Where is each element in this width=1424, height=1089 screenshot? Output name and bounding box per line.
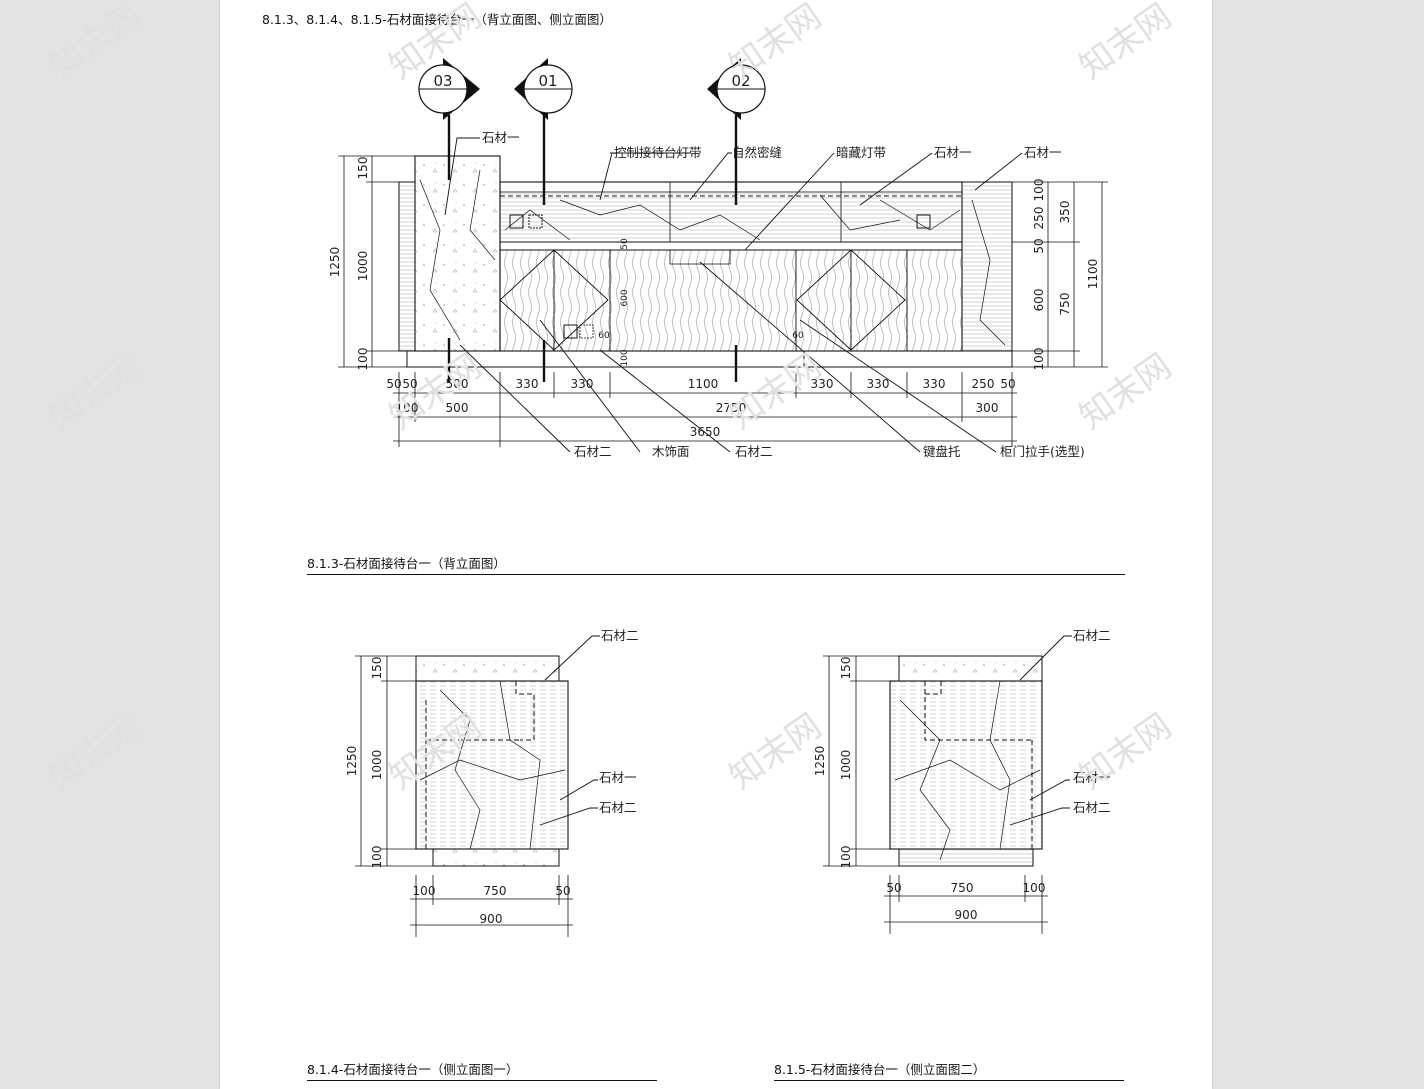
label-cabinet-handle: 柜门拉手(选型) bbox=[1000, 444, 1085, 459]
side1-dimension-texts: 150 1250 1000 100 100 750 50 900 bbox=[345, 657, 571, 926]
dim-right-600: 600 bbox=[1032, 289, 1046, 312]
label-hidden-led: 暗藏灯带 bbox=[836, 145, 886, 160]
page-title: 8.1.3、8.1.4、8.1.5-石材面接待台一（背立面图、侧立面图） bbox=[262, 12, 612, 27]
side2-dim-900: 900 bbox=[955, 908, 978, 922]
dim-inner-50: 50 bbox=[620, 238, 630, 250]
side1-label-stone1: 石材一 bbox=[599, 770, 637, 785]
side-elevation-2-drawing bbox=[889, 655, 1043, 867]
dim-row1-330a: 330 bbox=[516, 377, 539, 391]
section-title-back-elevation: 8.1.3-石材面接待台一（背立面图） bbox=[307, 553, 1125, 575]
marker-label-01: 01 bbox=[538, 72, 557, 90]
back-dimension-lines bbox=[338, 155, 1108, 447]
dim-row1-500: 500 bbox=[446, 377, 469, 391]
dim-right-750: 750 bbox=[1058, 293, 1072, 316]
side2-label-stone2: 石材二 bbox=[1073, 800, 1111, 815]
section-marker-01: 01 bbox=[514, 58, 573, 120]
section-title-side-elevation-2: 8.1.5-石材面接待台一（侧立面图二） bbox=[774, 1059, 1124, 1081]
dim-row2-2750: 2750 bbox=[716, 401, 747, 415]
dim-left-150: 150 bbox=[356, 157, 370, 180]
section-marker-03: 03 bbox=[418, 58, 480, 120]
dim-right-350: 350 bbox=[1058, 201, 1072, 224]
watermark-text-8: 知末网 bbox=[1072, 346, 1178, 437]
label-stone2-a: 石材二 bbox=[574, 444, 612, 459]
side1-dim-100: 100 bbox=[370, 846, 384, 869]
label-wood: 木饰面 bbox=[652, 444, 690, 459]
back-leaders bbox=[444, 137, 1023, 453]
dim-row1-330e: 330 bbox=[923, 377, 946, 391]
dim-row2-300: 300 bbox=[976, 401, 999, 415]
back-elevation-drawing bbox=[398, 115, 1013, 382]
label-control-led: 控制接待台灯带 bbox=[614, 145, 702, 160]
side2-dim-750: 750 bbox=[951, 881, 974, 895]
label-natural-seam: 自然密缝 bbox=[732, 145, 782, 160]
dim-right-1100: 1100 bbox=[1086, 259, 1100, 290]
dim-right-250: 250 bbox=[1032, 207, 1046, 230]
watermark-text-1: 知末网 bbox=[42, 0, 148, 87]
watermark-text-5: 知末网 bbox=[42, 346, 148, 437]
dim-row2-500: 500 bbox=[446, 401, 469, 415]
side1-dim-150: 150 bbox=[370, 657, 384, 680]
marker-label-03: 03 bbox=[433, 72, 452, 90]
side2-dim-150: 150 bbox=[839, 657, 853, 680]
dim-row1-50a: 50 bbox=[386, 377, 401, 391]
dim-row2-100: 100 bbox=[396, 401, 419, 415]
side1-dim-900: 900 bbox=[480, 912, 503, 926]
label-stone1-b: 石材一 bbox=[934, 145, 972, 160]
dim-inner-60b: 60 bbox=[792, 331, 804, 341]
side2-dim-100b: 100 bbox=[1023, 881, 1046, 895]
side1-leaders bbox=[539, 635, 600, 826]
side2-label-stone2-top: 石材二 bbox=[1073, 628, 1111, 643]
side1-dimension-lines bbox=[355, 655, 573, 937]
side2-dim-1250: 1250 bbox=[813, 746, 827, 777]
dim-inner-100: 100 bbox=[620, 349, 630, 366]
side1-dim-1000: 1000 bbox=[370, 750, 384, 781]
back-dimension-texts: 150 1250 1000 100 100 250 50 600 100 350… bbox=[328, 157, 1100, 439]
label-keyboard-tray: 键盘托 bbox=[923, 444, 961, 459]
side1-dim-100b: 100 bbox=[413, 884, 436, 898]
side2-dim-50: 50 bbox=[886, 881, 901, 895]
dim-row1-50b: 50 bbox=[402, 377, 417, 391]
section-marker-02: 02 bbox=[707, 58, 766, 120]
dim-inner-60a: 60 bbox=[598, 331, 610, 341]
dim-row1-50c: 50 bbox=[1000, 377, 1015, 391]
back-labels: 石材一 控制接待台灯带 自然密缝 暗藏灯带 石材一 石材一 石材二 木饰面 石材… bbox=[482, 130, 1085, 459]
label-stone2-b: 石材二 bbox=[735, 444, 773, 459]
watermark-text-4: 知末网 bbox=[1072, 0, 1178, 87]
side1-dim-1250: 1250 bbox=[345, 746, 359, 777]
side2-dim-1000: 1000 bbox=[839, 750, 853, 781]
watermark-text-6: 知末网 bbox=[382, 346, 488, 437]
dim-row3-3650: 3650 bbox=[690, 425, 721, 439]
watermark-text-9: 知末网 bbox=[42, 706, 148, 797]
side2-dimension-texts: 150 1250 1000 100 50 750 100 900 bbox=[813, 657, 1045, 922]
dim-right-100b: 100 bbox=[1032, 348, 1046, 371]
dim-row1-330b: 330 bbox=[571, 377, 594, 391]
dim-left-100: 100 bbox=[356, 348, 370, 371]
dim-row1-330c: 330 bbox=[811, 377, 834, 391]
side1-label-stone2: 石材二 bbox=[599, 800, 637, 815]
side2-label-stone1: 石材一 bbox=[1073, 770, 1111, 785]
label-stone1-top: 石材一 bbox=[482, 130, 520, 145]
side1-labels: 石材二 石材一 石材二 bbox=[599, 628, 639, 815]
dim-inner-600: 600 bbox=[620, 289, 630, 306]
dim-left-1250: 1250 bbox=[328, 247, 342, 278]
side2-dim-100: 100 bbox=[839, 846, 853, 869]
dim-right-100a: 100 bbox=[1032, 179, 1046, 202]
side2-labels: 石材二 石材一 石材二 bbox=[1073, 628, 1111, 815]
dim-row1-1100: 1100 bbox=[688, 377, 719, 391]
section-title-side-elevation-1: 8.1.4-石材面接待台一（侧立面图一） bbox=[307, 1059, 657, 1081]
dim-left-1000: 1000 bbox=[356, 251, 370, 282]
dim-row1-330d: 330 bbox=[867, 377, 890, 391]
dim-row1-250: 250 bbox=[972, 377, 995, 391]
label-stone1-c: 石材一 bbox=[1024, 145, 1062, 160]
dim-right-50: 50 bbox=[1032, 238, 1046, 253]
side-elevation-1-drawing bbox=[415, 655, 569, 867]
marker-label-02: 02 bbox=[731, 72, 750, 90]
side2-leaders bbox=[1009, 635, 1072, 826]
side1-label-stone2-top: 石材二 bbox=[601, 628, 639, 643]
side2-dimension-lines bbox=[823, 655, 1048, 934]
side1-dim-750: 750 bbox=[484, 884, 507, 898]
side1-dim-50: 50 bbox=[555, 884, 570, 898]
